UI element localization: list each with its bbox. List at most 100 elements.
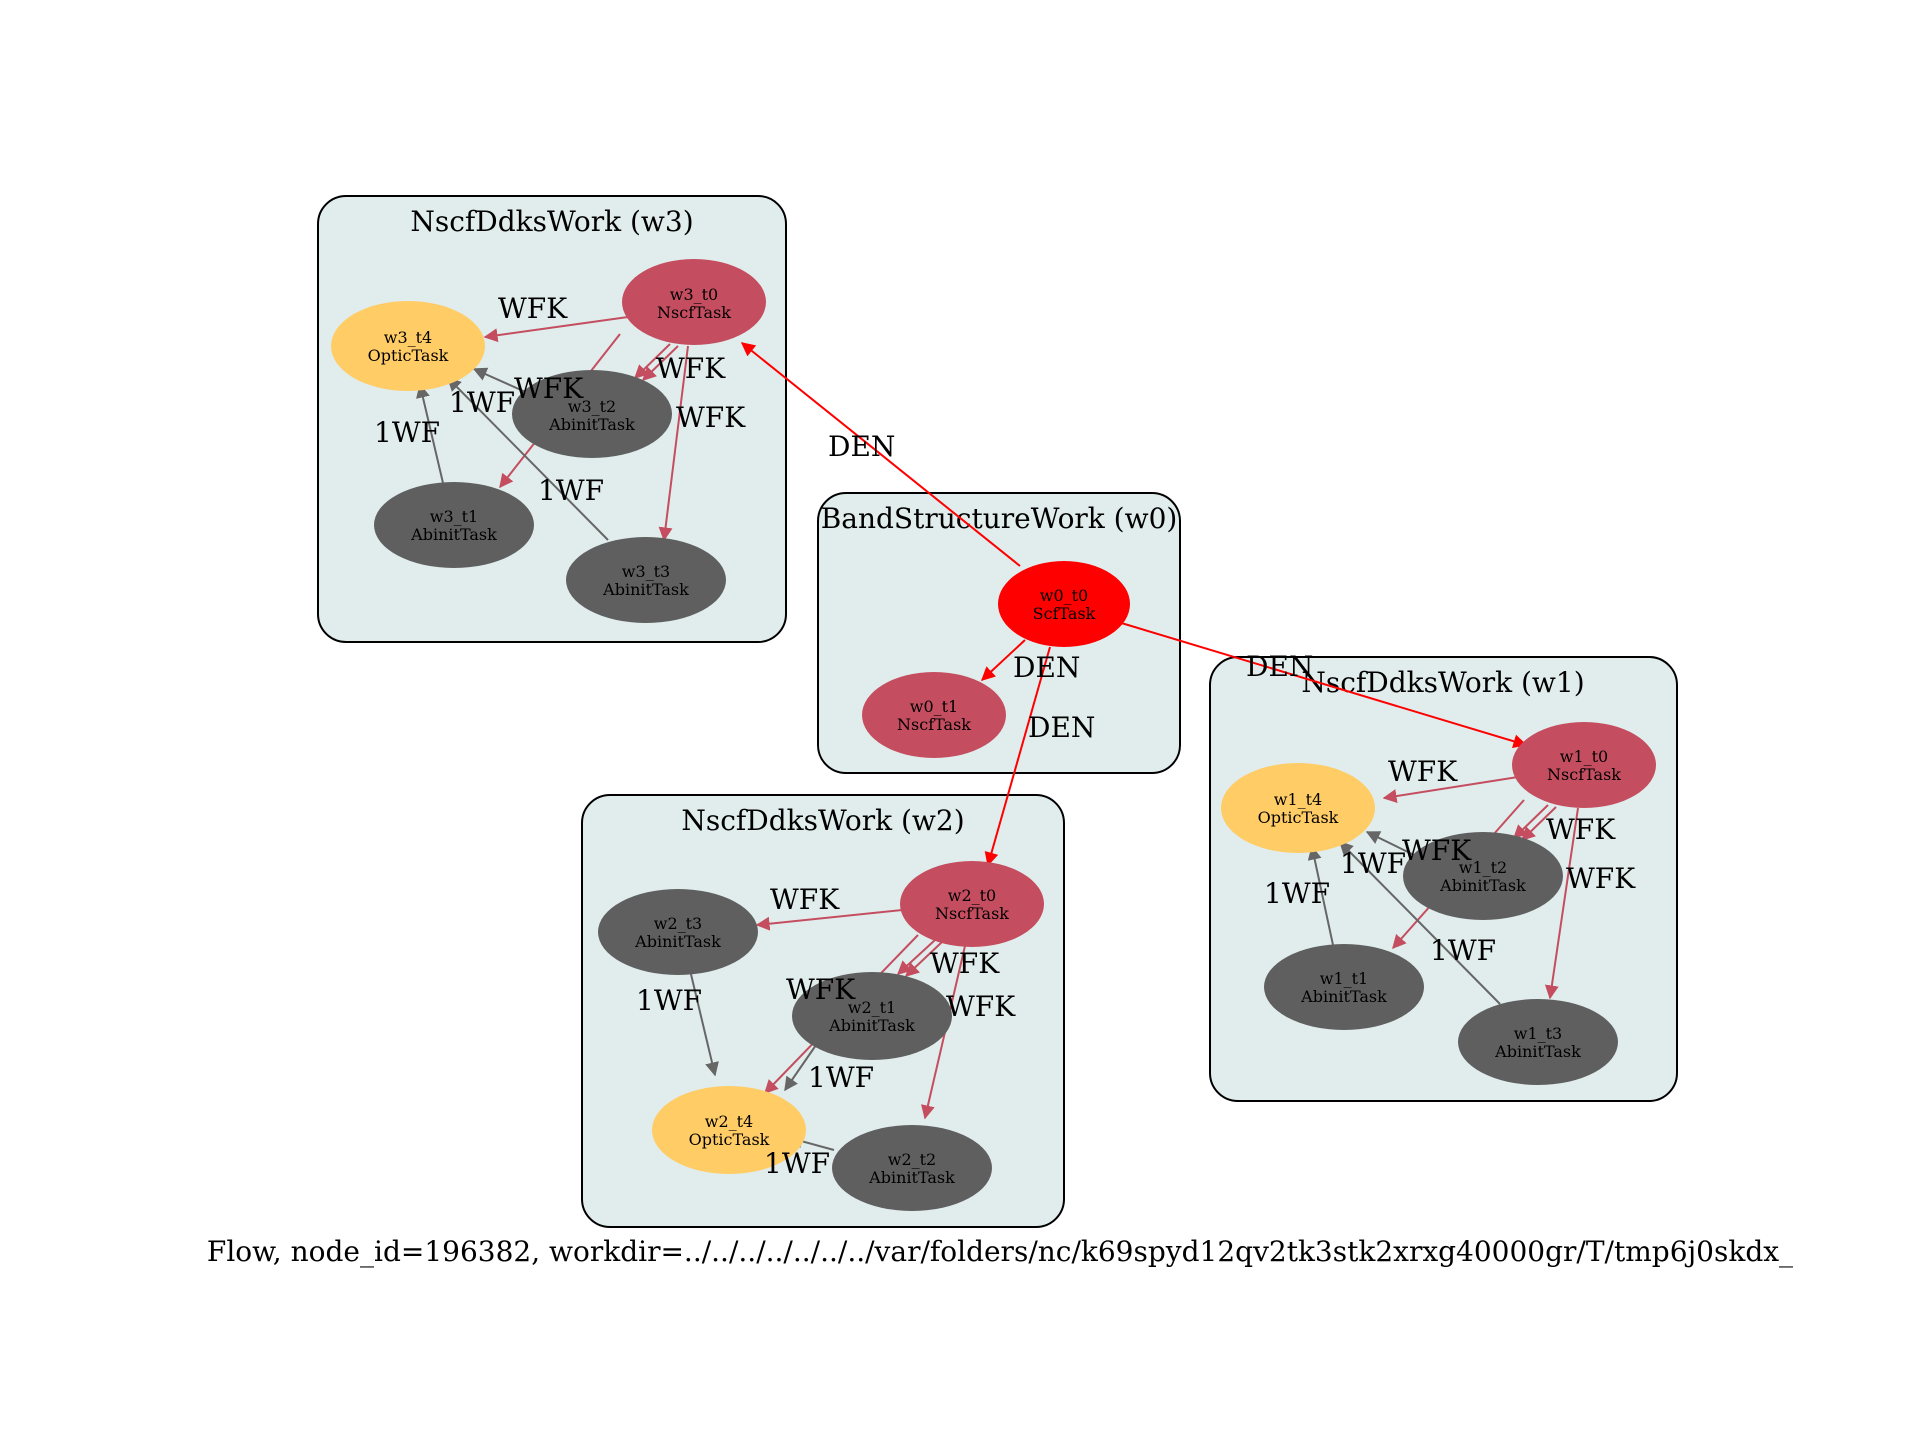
edge-w2t0-w2t1-a	[896, 939, 936, 975]
node-w2_t3[interactable]: w2_t3 AbinitTask	[598, 889, 758, 975]
label-den-w3: DEN	[828, 430, 895, 463]
node-w3_t0-type: NscfTask	[657, 303, 731, 322]
node-w3_t0[interactable]: w3_t0 NscfTask	[622, 259, 766, 345]
label-wfk-w3-t3: WFK	[676, 401, 746, 434]
node-w1_t4-type: OpticTask	[1258, 808, 1339, 827]
node-w1_t2[interactable]: w1_t2 AbinitTask	[1403, 832, 1563, 920]
edge-w1t1-w1t4	[1307, 845, 1334, 946]
node-w2_t4-type: OpticTask	[689, 1130, 770, 1149]
abinit-task-node	[566, 537, 726, 623]
node-w3_t1[interactable]: w3_t1 AbinitTask	[374, 482, 534, 568]
edge-w3t0-w3t3	[658, 345, 689, 542]
node-w2_t1-id: w2_t1	[848, 998, 896, 1017]
label-wfk-w2-t1: WFK	[930, 947, 1000, 980]
node-w1_t4-id: w1_t4	[1274, 790, 1322, 809]
label-den-w0t1: DEN	[1013, 651, 1080, 684]
node-w1_t1-id: w1_t1	[1320, 969, 1368, 988]
edge-w1t0-w1t3	[1544, 807, 1579, 1000]
abinit-task-node	[1403, 832, 1563, 920]
edge-w1t2-w1t4	[1365, 831, 1415, 856]
node-w1_t1[interactable]: w1_t1 AbinitTask	[1264, 944, 1424, 1030]
node-w2_t4-id: w2_t4	[705, 1112, 753, 1131]
edge-w0t0-w1t0	[1117, 621, 1528, 749]
edge-w1t3-w1t4	[1339, 841, 1501, 1005]
label-1wf-w1-t2: 1WF	[1340, 847, 1406, 880]
node-w2_t0[interactable]: w2_t0 NscfTask	[900, 861, 1044, 947]
label-1wf-w1-t1: 1WF	[1264, 877, 1330, 910]
node-w3_t4-type: OpticTask	[368, 346, 449, 365]
node-w1_t3-id: w1_t3	[1514, 1024, 1562, 1043]
node-w0_t0-type: ScfTask	[1033, 604, 1096, 623]
cluster-w0-title: BandStructureWork (w0)	[821, 502, 1178, 535]
edge-w0t0-w3t0	[740, 342, 1021, 567]
node-w3_t2-id: w3_t2	[568, 397, 616, 416]
node-w1_t3[interactable]: w1_t3 AbinitTask	[1458, 999, 1618, 1085]
abinit-task-node	[792, 972, 952, 1060]
node-w2_t1[interactable]: w2_t1 AbinitTask	[792, 972, 952, 1060]
node-w2_t1-type: AbinitTask	[828, 1016, 915, 1035]
node-w3_t3-type: AbinitTask	[602, 580, 689, 599]
node-w1_t1-type: AbinitTask	[1300, 987, 1387, 1006]
cluster-w3-title: NscfDdksWork (w3)	[410, 205, 693, 238]
node-w1_t4[interactable]: w1_t4 OpticTask	[1221, 763, 1375, 853]
label-1wf-w3-t2: 1WF	[449, 386, 515, 419]
edge-w3t1-w3t4	[416, 383, 444, 484]
label-wfk-w2-t4: WFK	[786, 973, 856, 1006]
node-w1_t0[interactable]: w1_t0 NscfTask	[1512, 722, 1656, 808]
edge-w3t3-w3t4	[447, 377, 609, 541]
label-1wf-w1-t3: 1WF	[1430, 934, 1496, 967]
onewf-edges	[416, 367, 1501, 1151]
edge-w1t0-w1t2-a	[1512, 804, 1549, 839]
label-den-w2: DEN	[1028, 711, 1095, 744]
nscf-task-node	[900, 861, 1044, 947]
label-wfk-w1-t4: WFK	[1388, 755, 1458, 788]
node-w0_t1-id: w0_t1	[910, 697, 958, 716]
node-w3_t4-id: w3_t4	[384, 328, 432, 347]
nscf-task-node	[622, 259, 766, 345]
node-w2_t2-type: AbinitTask	[868, 1168, 955, 1187]
optic-task-node	[652, 1086, 806, 1174]
nscf-task-node	[862, 672, 1006, 758]
node-w2_t2[interactable]: w2_t2 AbinitTask	[832, 1125, 992, 1211]
node-w3_t1-id: w3_t1	[430, 507, 478, 526]
edge-w0t0-w0t1	[980, 639, 1026, 681]
label-wfk-w3-t1: WFK	[514, 372, 584, 405]
label-1wf-w2-t2: 1WF	[764, 1147, 830, 1180]
edge-w1t0-w1t2-b	[1520, 806, 1557, 841]
node-w1_t0-type: NscfTask	[1547, 765, 1621, 784]
node-w0_t0[interactable]: w0_t0 ScfTask	[998, 561, 1130, 647]
node-w3_t2[interactable]: w3_t2 AbinitTask	[512, 370, 672, 458]
den-edges	[740, 342, 1528, 867]
abinit-task-node	[832, 1125, 992, 1211]
node-w0_t1[interactable]: w0_t1 NscfTask	[862, 672, 1006, 758]
label-wfk-w2-t2: WFK	[946, 990, 1016, 1023]
node-w3_t3[interactable]: w3_t3 AbinitTask	[566, 537, 726, 623]
label-1wf-w2-t3: 1WF	[636, 984, 702, 1017]
label-1wf-w3-t3: 1WF	[538, 474, 604, 507]
node-w3_t0-id: w3_t0	[670, 285, 718, 304]
label-wfk-w1-t3: WFK	[1566, 862, 1636, 895]
abinit-task-node	[598, 889, 758, 975]
label-wfk-w3-t2: WFK	[656, 352, 726, 385]
node-w1_t0-id: w1_t0	[1560, 747, 1608, 766]
label-den-w1: DEN	[1246, 650, 1313, 683]
optic-task-node	[1221, 763, 1375, 853]
label-1wf-w2-t1: 1WF	[808, 1061, 874, 1094]
label-wfk-w1-t2: WFK	[1546, 813, 1616, 846]
node-w1_t2-id: w1_t2	[1459, 858, 1507, 877]
scf-task-node	[998, 561, 1130, 647]
node-w3_t4[interactable]: w3_t4 OpticTask	[331, 301, 485, 391]
node-w2_t4[interactable]: w2_t4 OpticTask	[652, 1086, 806, 1174]
node-w2_t3-type: AbinitTask	[634, 932, 721, 951]
flow-caption: Flow, node_id=196382, workdir=../../../.…	[207, 1235, 1793, 1268]
nscf-task-node	[1512, 722, 1656, 808]
edge-w2t0-w2t3	[755, 909, 903, 931]
edge-w1t0-w1t4	[1382, 776, 1519, 803]
optic-task-node	[331, 301, 485, 391]
abinit-task-node	[1458, 999, 1618, 1085]
abinit-task-node	[1264, 944, 1424, 1030]
node-w1_t2-type: AbinitTask	[1439, 876, 1526, 895]
abinit-task-node	[374, 482, 534, 568]
edge-w3t0-w3t2-a	[633, 343, 671, 379]
